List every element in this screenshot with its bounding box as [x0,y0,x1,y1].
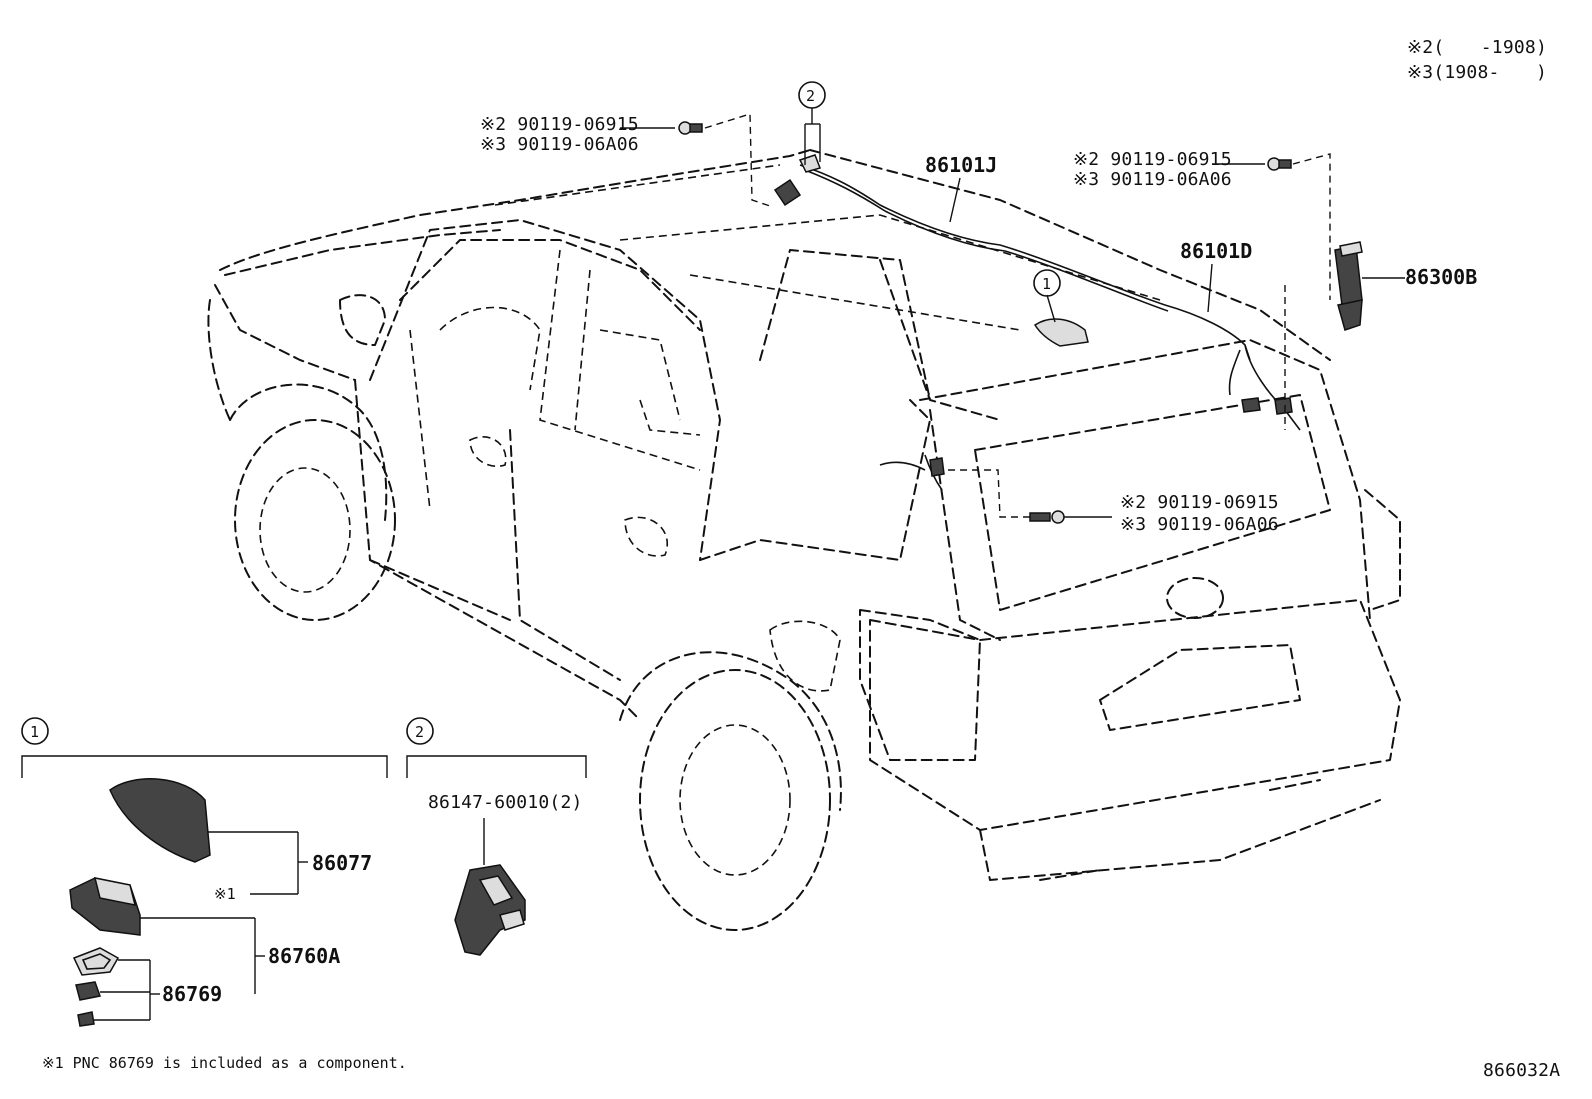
amplifier-86300b-icon [1284,241,1405,430]
bolt-rear-label-a: ※2 90119-06915 [1120,492,1279,513]
legend: ※2( -1908) ※3(1908- ) [1407,37,1547,83]
figure-code: 866032A [1483,1060,1560,1081]
bolt-top-right-label-b: ※3 90119-06A06 [1073,169,1232,190]
part-86760a-label: 86760A [268,944,340,968]
bolt-top-right-icon [1212,153,1331,300]
antenna-cables [773,154,1301,491]
legend-line-1: ※2( -1908) [1407,37,1547,58]
bolt-top-left-label-a: ※2 90119-06915 [480,114,639,135]
marker-2-top: 2 [798,81,826,165]
part-86147-label: 86147-60010(2) [428,792,583,813]
part-86769-label: 86769 [162,982,222,1006]
part-86300b-label: 86300B [1405,265,1477,289]
bolt-rear-icon [945,469,1112,524]
screw-icon [77,1011,95,1027]
note-ref-label: ※1 [214,885,236,903]
marker-1-roof: 1 [1033,269,1061,297]
nut-icon [75,981,101,1001]
bolt-top-left-label-b: ※3 90119-06A06 [480,134,639,155]
leader-86101d [1207,263,1213,313]
part-86101j-label: 86101J [925,153,997,177]
inset-2-marker: 2 [415,723,424,741]
marker-2-top-label: 2 [806,87,815,105]
leader-86101j [949,177,961,223]
marker-1-roof-label: 1 [1042,275,1051,293]
clip-bracket-icon [454,864,526,956]
inset-2: 2 [406,717,587,956]
vehicle-outline [207,149,1401,931]
gasket-icon [72,947,120,976]
bolt-top-right-label-a: ※2 90119-06915 [1073,149,1232,170]
bolt-rear-label-b: ※3 90119-06A06 [1120,514,1279,535]
part-86101d-label: 86101D [1180,239,1252,263]
legend-line-2: ※3(1908- ) [1407,62,1547,83]
inset-1-marker: 1 [30,723,39,741]
bolt-top-left-icon [620,113,771,207]
inset-1: 1 [21,717,388,1027]
roof-antenna-fin [1033,294,1089,347]
footnote: ※1 PNC 86769 is included as a component. [42,1054,407,1072]
shark-fin-cover-icon [109,778,211,863]
part-86077-label: 86077 [312,851,372,875]
